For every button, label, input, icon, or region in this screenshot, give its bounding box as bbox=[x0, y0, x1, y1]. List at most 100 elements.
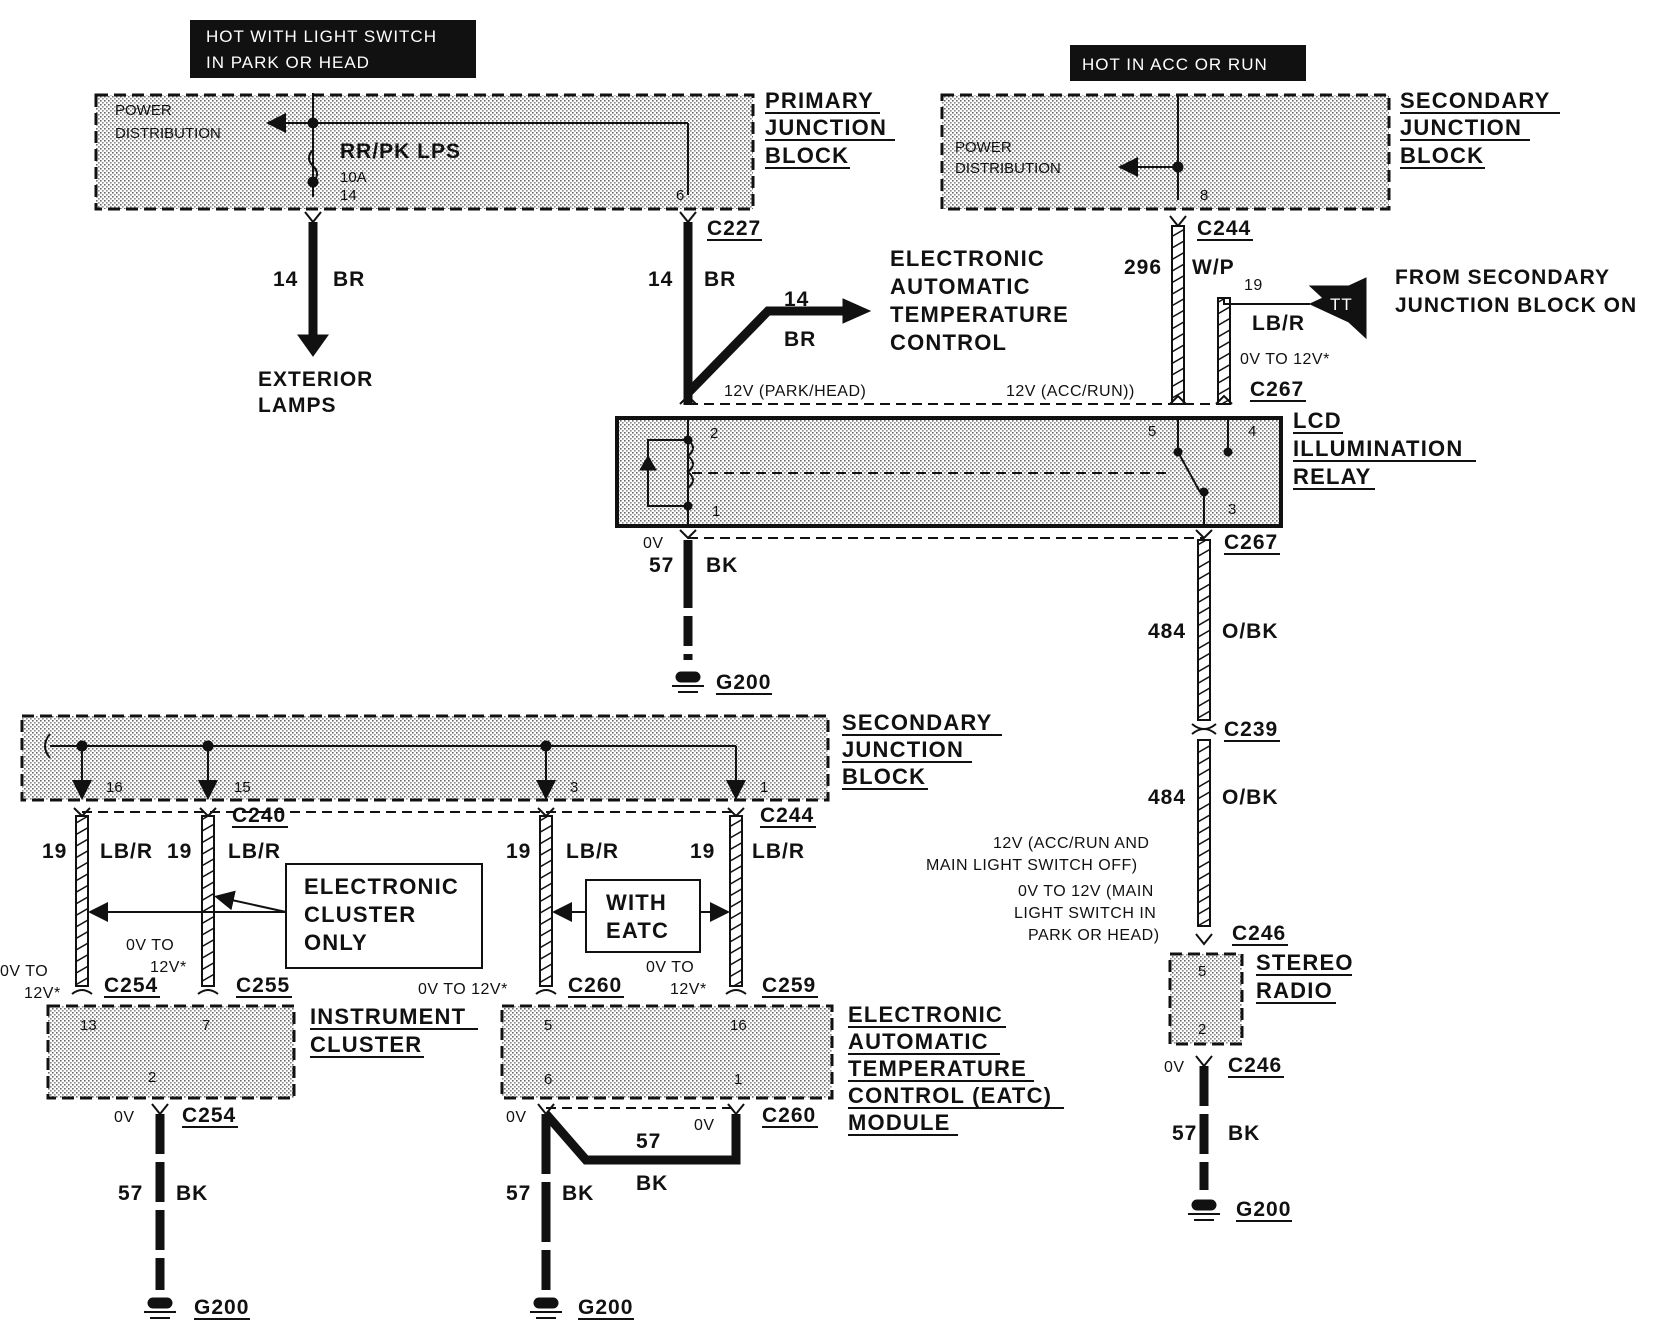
sjb-pin-15: 15 bbox=[234, 779, 251, 796]
header-hot-park-head-line2: IN PARK OR HEAD bbox=[206, 53, 370, 72]
primary-pin-6: 6 bbox=[676, 187, 684, 204]
g200-radio: G200 bbox=[1236, 1198, 1291, 1221]
ic-pin-13: 13 bbox=[80, 1017, 97, 1034]
wire-lbr-c: LB/R bbox=[566, 840, 619, 863]
wire-obk-lower: O/BK bbox=[1222, 786, 1279, 809]
relay-title-3: RELAY bbox=[1293, 464, 1372, 489]
wire-obk-upper: O/BK bbox=[1222, 620, 1279, 643]
connector-c260-bottom: C260 bbox=[762, 1104, 816, 1127]
g200-eatc: G200 bbox=[578, 1296, 633, 1319]
ground-symbol bbox=[672, 671, 704, 693]
header-hot-park-head-line1: HOT WITH LIGHT SWITCH bbox=[206, 27, 437, 46]
wire-lbr-a: LB/R bbox=[100, 840, 153, 863]
connector-c246-top: C246 bbox=[1232, 922, 1286, 945]
eatc-pin-6: 6 bbox=[544, 1071, 552, 1088]
wire-wp: W/P bbox=[1192, 256, 1235, 279]
stereo-radio: 5 2 STEREO RADIO 0V C246 57 BK G200 bbox=[1164, 950, 1354, 1222]
lbr-wires: C240 C244 19 LB/R 19 LB/R 19 LB/R 19 LB/… bbox=[42, 804, 816, 987]
from-secondary-1: FROM SECONDARY bbox=[1395, 266, 1610, 289]
primary-junction-block: POWER DISTRIBUTION RR/PK LPS 10A 14 6 PR… bbox=[94, 88, 895, 211]
exterior-lamps-1: EXTERIOR bbox=[258, 368, 373, 391]
wire-c244-wp: C244 296 W/P 19 bbox=[1124, 215, 1262, 405]
lcd-illumination-relay: 12V (PARK/HEAD) 12V (ACC/RUN)) 2 1 5 4 3… bbox=[615, 383, 1476, 528]
sjb-bottom-title-2: JUNCTION bbox=[842, 737, 964, 762]
wire-14-eatc: 14 bbox=[784, 288, 809, 311]
wire-bk-relay: BK bbox=[706, 554, 738, 577]
eatc-title-2: AUTOMATIC bbox=[848, 1029, 989, 1054]
v-0v-to-d: 0V TO bbox=[646, 959, 694, 976]
eatc-dest-2: AUTOMATIC bbox=[890, 274, 1031, 299]
ic-pin-2: 2 bbox=[148, 1069, 156, 1086]
connector-c254-bottom: C254 bbox=[182, 1104, 236, 1127]
wire-br-c227: BR bbox=[704, 268, 736, 291]
wire-19-a: 19 bbox=[42, 840, 67, 863]
radio-pin-2: 2 bbox=[1198, 1021, 1206, 1038]
eatc-title-5: MODULE bbox=[848, 1110, 951, 1135]
wire-57-radio: 57 bbox=[1172, 1122, 1197, 1145]
note-ec-1: ELECTRONIC bbox=[304, 874, 459, 899]
wire-484-upper: 484 bbox=[1148, 620, 1186, 643]
v-12v-a: 12V* bbox=[24, 985, 61, 1002]
tt-label: TT bbox=[1330, 295, 1353, 314]
radio-note-5: PARK OR HEAD) bbox=[1028, 927, 1160, 944]
primary-junction-block-title: PRIMARY JUNCTION BLOCK bbox=[765, 88, 895, 169]
wire-bk-eatc-jumper: BK bbox=[636, 1172, 668, 1195]
secondary-top-title-3: BLOCK bbox=[1400, 143, 1484, 168]
wire-57-eatc: 57 bbox=[506, 1182, 531, 1205]
header-hot-park-head: HOT WITH LIGHT SWITCH IN PARK OR HEAD bbox=[190, 20, 476, 78]
connector-c244-top: C244 bbox=[1197, 217, 1251, 240]
radio-pin-5: 5 bbox=[1198, 963, 1206, 980]
connector-c254-top: C254 bbox=[104, 974, 158, 997]
ic-pin-7: 7 bbox=[202, 1017, 210, 1034]
wire-br-eatc: BR bbox=[784, 328, 816, 351]
radio-note-1: 12V (ACC/RUN AND bbox=[993, 835, 1149, 852]
eatc-0v-left: 0V bbox=[506, 1109, 527, 1126]
sjb-pin-3: 3 bbox=[570, 779, 578, 796]
radio-title-1: STEREO bbox=[1256, 950, 1354, 975]
connector-c259: C259 bbox=[762, 974, 816, 997]
connector-c239: C239 bbox=[1224, 718, 1278, 741]
relay-title-1: LCD bbox=[1293, 408, 1342, 433]
connector-c267-top: C267 bbox=[1250, 378, 1304, 401]
wire-lbr-b: LB/R bbox=[228, 840, 281, 863]
header-hot-acc-run-text: HOT IN ACC OR RUN bbox=[1082, 55, 1268, 74]
v-12v-b: 12V* bbox=[150, 959, 187, 976]
wire-57-ic: 57 bbox=[118, 1182, 143, 1205]
from-secondary-2: JUNCTION BLOCK ON bbox=[1395, 294, 1637, 317]
v-12v-d: 12V* bbox=[670, 981, 707, 998]
wire-br-exterior: BR bbox=[333, 268, 365, 291]
note-with-eatc: WITH EATC bbox=[552, 879, 730, 953]
wire-bk-eatc: BK bbox=[562, 1182, 594, 1205]
instrument-cluster: 13 7 2 INSTRUMENT CLUSTER 0V C254 57 BK … bbox=[46, 1004, 478, 1320]
ic-title-2: CLUSTER bbox=[310, 1032, 422, 1057]
connector-c244-bottom: C244 bbox=[760, 804, 814, 827]
note-eatc-2: EATC bbox=[606, 918, 669, 943]
wire-19-b: 19 bbox=[167, 840, 192, 863]
wire-obk-radio: C267 484 O/BK C239 484 O/BK 12V (ACC/RUN… bbox=[926, 529, 1288, 946]
eatc-title-3: TEMPERATURE bbox=[848, 1056, 1027, 1081]
fuse-rating: 10A bbox=[340, 169, 367, 186]
wire-bk-ic: BK bbox=[176, 1182, 208, 1205]
sjb-pin-16: 16 bbox=[106, 779, 123, 796]
wire-57-eatc-jumper: 57 bbox=[636, 1130, 661, 1153]
eatc-0v-right: 0V bbox=[694, 1117, 715, 1134]
v-0v-to-b: 0V TO bbox=[126, 937, 174, 954]
module-voltages: 0V TO 12V* 0V TO 12V* 0V TO 12V* 0V TO 1… bbox=[0, 937, 818, 1002]
wire-296: 296 bbox=[1124, 256, 1162, 279]
g200-ic: G200 bbox=[194, 1296, 249, 1319]
eatc-pin-16: 16 bbox=[730, 1017, 747, 1034]
radio-note-3: 0V TO 12V (MAIN bbox=[1018, 883, 1154, 900]
radio-note-2: MAIN LIGHT SWITCH OFF) bbox=[926, 857, 1138, 874]
primary-title-3: BLOCK bbox=[765, 143, 849, 168]
wire-14-c227: 14 bbox=[648, 268, 673, 291]
relay-pin-5: 5 bbox=[1148, 423, 1156, 440]
eatc-module: 5 16 6 1 ELECTRONIC AUTOMATIC TEMPERATUR… bbox=[500, 1002, 1064, 1320]
relay-title-2: ILLUMINATION bbox=[1293, 436, 1463, 461]
wire-bk-radio: BK bbox=[1228, 1122, 1260, 1145]
header-hot-acc-run: HOT IN ACC OR RUN bbox=[1070, 45, 1306, 81]
primary-title-1: PRIMARY bbox=[765, 88, 874, 113]
g200-relay: G200 bbox=[716, 671, 771, 694]
fuse-label: RR/PK LPS bbox=[340, 140, 461, 163]
relay-pin-1: 1 bbox=[712, 503, 720, 520]
exterior-lamps-2: LAMPS bbox=[258, 394, 337, 417]
